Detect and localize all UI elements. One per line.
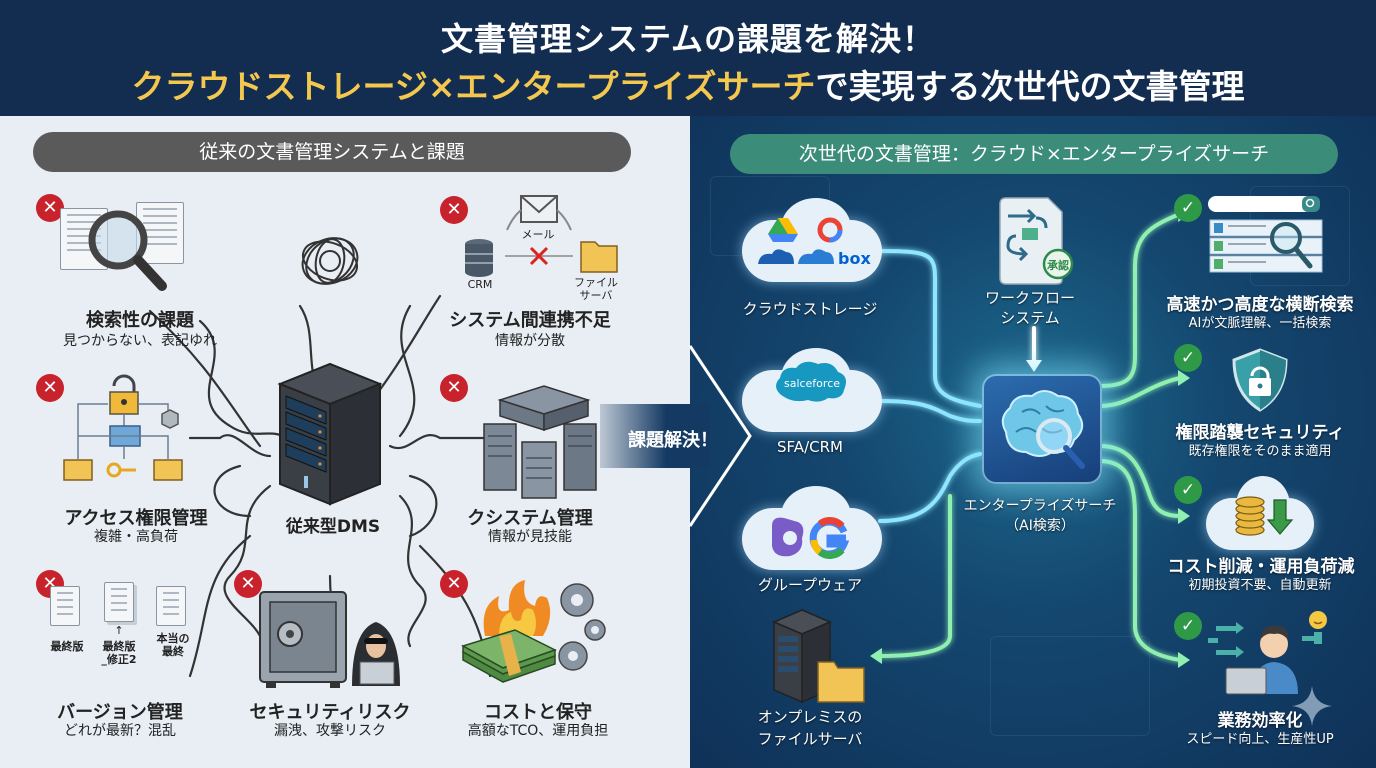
source-label-groupware: グループウェア <box>757 576 863 594</box>
issue-desc-version: どれが最新？混乱 <box>64 723 176 739</box>
legacy-heading: 従来の文書管理システムと課題 <box>33 132 631 172</box>
flow-line-onprem <box>878 494 952 658</box>
legacy-panel: 従来の文書管理システムと課題 <box>0 116 690 768</box>
flow-line-groupware <box>878 452 982 523</box>
arrowhead <box>1026 360 1042 372</box>
workflow-label: ワークフロー システム <box>984 289 1075 327</box>
ai-brain-search-icon <box>1001 390 1085 469</box>
solution-arrow-band <box>600 404 710 468</box>
issue-desc-search: 見つからない、表記ゆれ <box>63 333 217 349</box>
next-gen-heading: 次世代の文書管理：クラウド×エンタープライズサーチ <box>730 134 1338 174</box>
issue-desc-access: 複雑・高負荷 <box>94 529 178 545</box>
mail-label: メール <box>521 228 555 241</box>
issue-title-access: アクセス権限管理 <box>64 508 208 529</box>
source-label-onprem: オンプレミスの ファイルサーバ <box>757 708 863 748</box>
background-grid <box>990 636 1150 736</box>
issue-title-integration: システム間連携不足 <box>449 310 611 331</box>
check-icon: ✓ <box>1174 476 1202 504</box>
check-icon: ✓ <box>1174 344 1202 372</box>
benefit-desc-security: 既存権限をそのまま適用 <box>1188 444 1332 459</box>
next-gen-panel: 次世代の文書管理：クラウド×エンタープライズサーチ <box>690 116 1376 768</box>
flow-connections <box>870 206 1190 668</box>
sparkle-icon <box>1292 686 1332 726</box>
permission-tree-icon <box>63 374 183 481</box>
arrowhead <box>1178 508 1190 524</box>
file-server-label: ファイル サーバ <box>574 276 618 302</box>
issue-desc-security: 漏洩、攻撃リスク <box>274 723 386 739</box>
x-mark-icon: ✕ <box>234 570 262 598</box>
crm-label: CRM <box>467 278 493 291</box>
x-mark-icon: ✕ <box>36 374 64 402</box>
disconnected-systems-icon <box>465 195 618 277</box>
title-rest: で実現する次世代の文書管理 <box>815 67 1245 106</box>
happy-worker-icon <box>1208 611 1327 695</box>
document-version-icon <box>156 586 186 626</box>
issue-title-security: セキュリティリスク <box>249 702 411 723</box>
issue-desc-integration: 情報が分散 <box>495 333 565 349</box>
document-version-icon <box>104 582 134 622</box>
benefit-desc-search: AIが文脈理解、一括検索 <box>1188 316 1332 331</box>
benefit-title-search: 高速かつ高度な横断検索 <box>1166 295 1354 315</box>
legacy-dms-label: 従来型DMS <box>285 517 381 537</box>
title-line-1: 文書管理システムの課題を解決！ <box>440 20 936 58</box>
version-label-final: 最終版 <box>50 640 84 653</box>
flow-line-benefit-efficiency <box>1098 459 1182 662</box>
source-label-cloud-storage: クラウドストレージ <box>742 300 878 318</box>
issue-title-cost: コストと保守 <box>484 702 592 723</box>
box-logo-text: box <box>838 249 871 268</box>
source-label-sfa-crm: SFA/CRM <box>777 438 843 456</box>
flow-line-benefit-security <box>1098 376 1182 408</box>
document-version-icon <box>50 586 80 626</box>
x-mark-icon: ✕ <box>440 570 468 598</box>
server-cluster-icon <box>483 385 597 499</box>
server-tower-icon <box>277 362 383 506</box>
workflow-document-icon: 承認 <box>999 197 1074 285</box>
approval-stamp-text: 承認 <box>1047 258 1069 272</box>
issue-desc-cost: 高額なTCO、運用負担 <box>467 723 609 739</box>
magnifier-icon <box>88 210 167 291</box>
issue-title-system-management: クシステム管理 <box>467 508 593 529</box>
hub-label: エンタープライズサーチ （AI検索） <box>963 498 1117 534</box>
salesforce-logo-icon: salceforce <box>776 361 846 402</box>
chevron-right-icon <box>688 345 752 527</box>
safe-hacker-icon <box>259 591 400 688</box>
onprem-server-folder-icon <box>772 609 865 704</box>
check-icon: ✓ <box>1174 194 1202 222</box>
x-mark-icon: ✕ <box>440 196 468 224</box>
burning-money-gears-icon <box>461 580 606 683</box>
version-label-true-final: 本当の 最終 <box>156 632 190 658</box>
title-line-2: クラウドストレージ×エンタープライズサーチで実現する次世代の文書管理 <box>0 60 1376 108</box>
benefit-desc-efficiency: スピード向上、生産性UP <box>1186 732 1334 747</box>
x-mark-icon: ✕ <box>36 194 64 222</box>
version-arrow: ↑ <box>114 624 124 637</box>
issue-desc-system-management: 情報が見技能 <box>488 529 572 545</box>
version-label-final-fix2: 最終版 _修正2 <box>101 640 137 666</box>
shield-lock-icon <box>1232 348 1288 412</box>
search-results-icon <box>1208 196 1323 273</box>
arrowhead <box>1178 370 1190 386</box>
issue-title-version: バージョン管理 <box>57 702 183 723</box>
arrowhead <box>1178 652 1190 668</box>
tangled-wires-icon <box>148 237 502 678</box>
groupware-logos-icon <box>772 517 850 559</box>
issue-title-search: 検索性の課題 <box>86 310 194 331</box>
x-mark-icon: ✕ <box>440 374 468 402</box>
check-icon: ✓ <box>1174 612 1202 640</box>
cloud-storage-logos-icon: box <box>758 217 871 268</box>
flow-line-sfa <box>878 399 982 423</box>
title-highlight: クラウドストレージ×エンタープライズサーチ <box>131 67 816 106</box>
flow-line-benefit-cost <box>1098 444 1182 518</box>
arrowhead <box>870 648 882 664</box>
solution-label: 課題解決！ <box>628 430 718 451</box>
header-banner: 文書管理システムの課題を解決！ クラウドストレージ×エンタープライズサーチで実現… <box>0 0 1376 116</box>
benefit-title-security: 権限踏襲セキュリティ <box>1175 423 1345 443</box>
salesforce-logo-text: salceforce <box>784 377 840 390</box>
flow-line-cloud-storage <box>878 249 982 408</box>
benefit-title-cost: コスト削減・運用負荷減 <box>1167 557 1355 577</box>
coins-down-cloud-icon <box>1235 496 1294 536</box>
benefit-desc-cost: 初期投資不要、自動更新 <box>1188 578 1332 593</box>
benefit-title-efficiency: 業務効率化 <box>1217 711 1303 731</box>
flow-line-benefit-search <box>1098 212 1182 388</box>
